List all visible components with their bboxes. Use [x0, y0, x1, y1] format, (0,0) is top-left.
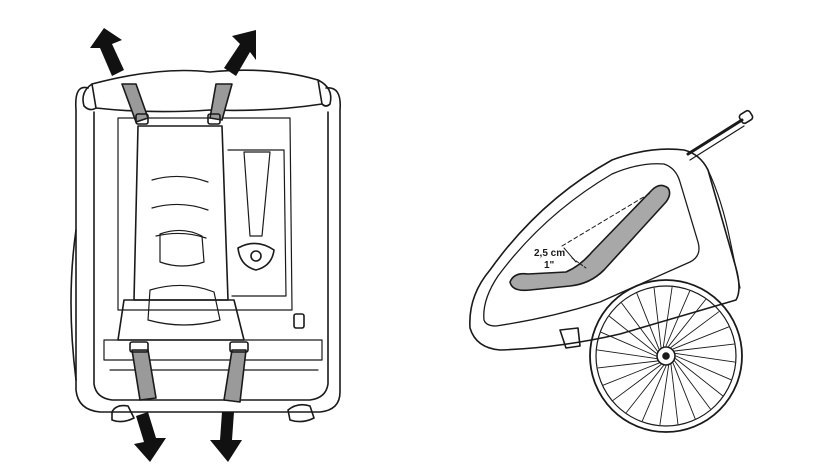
trailer-interior-top-view	[70, 69, 342, 423]
floor	[103, 339, 323, 361]
trailer-outer-frame	[74, 86, 342, 413]
left-side-shadow	[70, 229, 77, 381]
right-shoulder-strap	[209, 83, 233, 121]
push-bar-grip	[738, 109, 754, 125]
wheel-spoke	[674, 343, 735, 352]
seat-pad	[509, 184, 671, 292]
wheel-spoke	[600, 331, 657, 357]
wheel-spoke	[597, 360, 658, 369]
measurement-imperial: 1"	[544, 260, 555, 271]
wheel-spoke	[675, 352, 736, 363]
wheel-spoke	[665, 290, 691, 347]
seat-back-padding	[151, 175, 209, 239]
push-bar	[686, 118, 744, 156]
wheel-spoke	[670, 364, 679, 425]
harness-buckle	[237, 242, 275, 271]
wheel-spoke	[662, 286, 673, 347]
wheel-spoke	[612, 364, 662, 401]
wheel-spoke	[641, 365, 667, 422]
side-window	[483, 163, 700, 327]
push-bar-inner	[689, 125, 745, 161]
arrow-down-right-icon	[210, 412, 242, 462]
wheel-spoke	[672, 326, 730, 350]
left-shoulder-strap	[121, 83, 149, 123]
left-strap-clip	[135, 113, 149, 125]
harness-belt-right	[243, 151, 271, 237]
wheel-spoke	[675, 355, 732, 381]
right-foot-pad	[287, 403, 315, 423]
top-roll-right-cap	[317, 79, 332, 107]
pull-arrows	[90, 28, 256, 462]
wheel-spoke	[672, 362, 696, 420]
wheel-spoke	[636, 292, 660, 350]
left-foot-pad	[111, 404, 135, 423]
wheel-spoke	[670, 311, 720, 348]
trailer-inner-frame	[93, 111, 329, 401]
wheel-spoke	[596, 349, 657, 360]
wheel-spoke	[659, 365, 670, 426]
left-bottom-clip	[129, 341, 149, 353]
arrow-up-right-icon	[224, 30, 256, 76]
rear-panel	[117, 117, 293, 311]
right-bottom-strap	[223, 349, 247, 403]
left-bottom-strap	[131, 349, 157, 401]
wheel-spoke	[668, 299, 707, 347]
buckle-center	[250, 250, 262, 262]
wheel-spoke	[621, 302, 658, 352]
arrow-up-left-icon	[90, 28, 124, 76]
body-latch	[559, 327, 581, 349]
wheel-outer	[589, 279, 743, 433]
wheel-spoke	[609, 315, 657, 354]
seat-back	[133, 125, 229, 301]
measure-guide-1	[561, 191, 653, 247]
rear-frame	[707, 169, 741, 289]
wheel-spoke	[625, 365, 664, 413]
wheel-axle	[662, 352, 670, 360]
rear-panel-inner	[227, 149, 287, 297]
seat-cushion	[147, 284, 221, 326]
wheel-spoke	[675, 358, 723, 397]
seat-head-pad	[159, 229, 205, 267]
wheel-spokes	[596, 286, 736, 426]
seat-bottom	[117, 299, 245, 341]
top-roll-left-cap	[82, 83, 97, 111]
wheel-spoke	[602, 362, 660, 386]
trailer-side-view	[469, 109, 754, 433]
wheel-spoke	[653, 287, 662, 348]
measurement-metric: 2,5 cm	[534, 248, 565, 259]
measure-line	[563, 247, 577, 263]
right-bottom-clip	[229, 341, 249, 353]
wheel-rim	[595, 285, 737, 427]
right-strap-clip	[207, 113, 221, 125]
side-latch	[293, 313, 305, 329]
arrow-down-left-icon	[134, 412, 166, 462]
wheel-spoke	[674, 360, 711, 410]
